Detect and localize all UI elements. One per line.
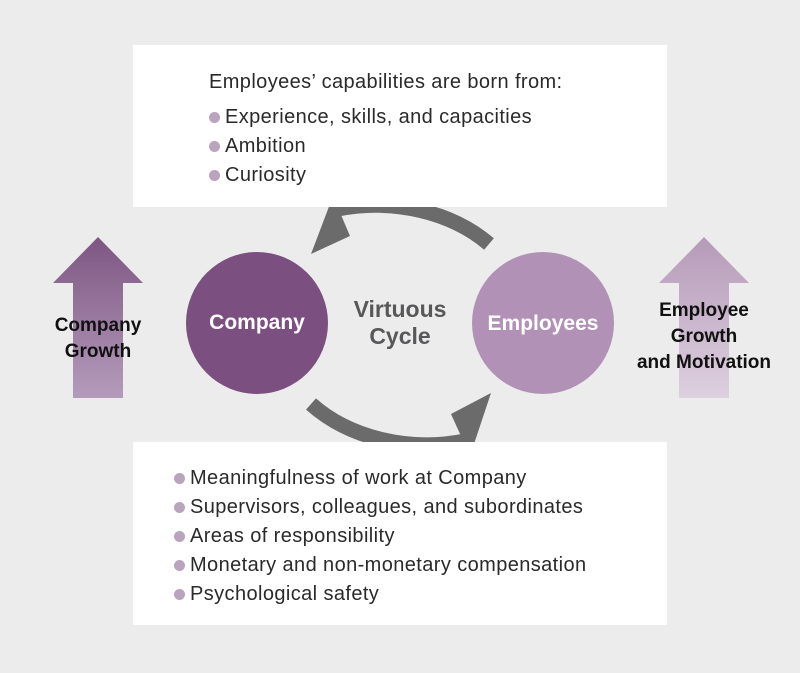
capabilities-list: Experience, skills, and capacities Ambit… (209, 103, 532, 190)
company-growth-arrow-icon (53, 237, 143, 398)
company-node-label: Company (209, 311, 305, 334)
list-item: Areas of responsibility (174, 522, 587, 551)
capabilities-heading: Employees’ capabilities are born from: (209, 71, 563, 93)
bullet-dot-icon (174, 531, 185, 542)
cycle-arrowhead-top-icon (311, 196, 350, 254)
company-offerings-box: Meaningfulness of work at Company Superv… (133, 442, 667, 625)
bullet-dot-icon (174, 502, 185, 513)
list-item: Monetary and non-monetary compensation (174, 551, 587, 580)
cycle-label-line1: Virtuous (353, 296, 447, 322)
company-node (186, 252, 328, 394)
employees-node-label: Employees (487, 312, 599, 335)
cycle-arrow-top-icon (336, 197, 494, 250)
employee-growth-label: Employee Growth and Motivation (636, 300, 772, 373)
offerings-list: Meaningfulness of work at Company Superv… (174, 464, 587, 609)
bullet-dot-icon (174, 560, 185, 571)
cycle-arrowhead-bottom-icon (451, 393, 491, 456)
employee-growth-arrow-icon (659, 237, 749, 398)
cycle-label-line2: Cycle (369, 323, 431, 349)
virtuous-cycle-label: Virtuous Cycle (320, 296, 480, 350)
capabilities-box: Employees’ capabilities are born from: E… (133, 45, 667, 207)
list-item: Experience, skills, and capacities (209, 103, 532, 132)
list-item: Supervisors, colleagues, and subordinate… (174, 493, 587, 522)
bullet-dot-icon (174, 589, 185, 600)
bullet-dot-icon (209, 112, 220, 123)
company-growth-label: Company Growth (54, 315, 142, 362)
list-item: Meaningfulness of work at Company (174, 464, 587, 493)
bullet-dot-icon (209, 170, 220, 181)
list-item: Ambition (209, 132, 532, 161)
list-item: Curiosity (209, 161, 532, 190)
list-item: Psychological safety (174, 580, 587, 609)
employees-node (472, 252, 614, 394)
bullet-dot-icon (174, 473, 185, 484)
cycle-arrow-bottom-icon (306, 398, 467, 453)
bullet-dot-icon (209, 141, 220, 152)
